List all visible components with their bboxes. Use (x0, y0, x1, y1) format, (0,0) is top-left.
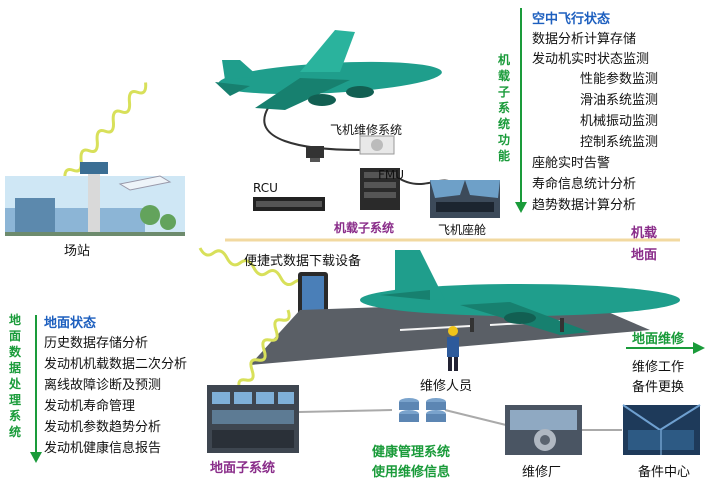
ground-item: 发动机健康信息报告 (44, 441, 162, 456)
onboard-item: 控制系统监测 (580, 135, 659, 150)
ground-item: 离线故障诊断及预测 (44, 378, 162, 393)
fmu-label: FMU (378, 168, 405, 182)
cockpit-label: 飞机座舱 (438, 223, 487, 237)
cable-top (263, 107, 361, 151)
ground-arrow-head (30, 452, 42, 463)
spare-replace-label: 备件更换 (632, 380, 685, 395)
aircraft-ground-icon (360, 250, 680, 335)
use-maint-info-label: 使用维修信息 (372, 465, 451, 480)
ground-item: 历史数据存储分析 (44, 336, 149, 351)
ground-subsystem-label: 地面子系统 (210, 461, 276, 476)
spare-center-label: 备件中心 (638, 465, 691, 480)
aircraft-top-icon (215, 30, 442, 110)
maint-work-label: 维修工作 (632, 360, 685, 375)
connector-right (444, 409, 507, 426)
ground-maint-label: 地面维修 (632, 332, 685, 347)
recorder-device-icon (306, 146, 324, 162)
onboard-arrow-head (515, 202, 527, 213)
onboard-item: 趋势数据计算分析 (532, 198, 637, 213)
onboard-item: 数据分析计算存储 (532, 32, 637, 47)
ground-vertical-title: 地面数据处理系统 (8, 313, 21, 439)
control-room-image (207, 385, 299, 453)
onboard-item: 寿命信息统计分析 (532, 177, 637, 192)
maintenance-worker-icon (447, 326, 459, 371)
fmaint-label: 飞机维修系统 (330, 123, 403, 137)
onboard-item: 发动机实时状态监测 (532, 52, 650, 67)
onboard-vertical-title: 机载子系统功能 (497, 53, 510, 163)
fmu-device-icon (360, 168, 400, 210)
portable-device-label: 便捷式数据下载设备 (244, 254, 362, 269)
maint-staff-label: 维修人员 (420, 379, 473, 394)
onboard-subsystem-label: 机载子系统 (334, 221, 395, 235)
spare-center-image (622, 404, 701, 455)
onboard-item: 滑油系统监测 (580, 93, 659, 108)
connector-left (298, 409, 393, 413)
station-label: 场站 (64, 244, 91, 259)
ground-item: 发动机参数趋势分析 (44, 420, 162, 435)
ground-header: 地面状态 (44, 316, 97, 331)
onboard-item: 性能参数监测 (580, 72, 659, 87)
repair-factory-label: 维修厂 (522, 465, 562, 480)
server-stack-icon (399, 398, 446, 422)
ground-label: 地面 (631, 248, 658, 263)
ground-item: 发动机寿命管理 (44, 399, 136, 414)
rcu-label: RCU (253, 181, 278, 195)
rcu-device-icon (253, 197, 325, 211)
airborne-label: 机载 (631, 226, 658, 241)
fmaint-disk-icon (359, 135, 395, 155)
ground-maint-arrow-head (693, 342, 705, 354)
wireless-wave-low (237, 309, 291, 391)
station-icon (5, 162, 185, 236)
ground-item: 发动机机载数据二次分析 (44, 357, 188, 372)
repair-factory-image (505, 405, 582, 455)
onboard-item: 座舱实时告警 (532, 156, 611, 171)
health-mgmt-label: 健康管理系统 (372, 445, 451, 460)
cockpit-image (430, 180, 500, 218)
onboard-item: 机械振动监测 (580, 114, 659, 129)
onboard-header: 空中飞行状态 (532, 12, 611, 27)
